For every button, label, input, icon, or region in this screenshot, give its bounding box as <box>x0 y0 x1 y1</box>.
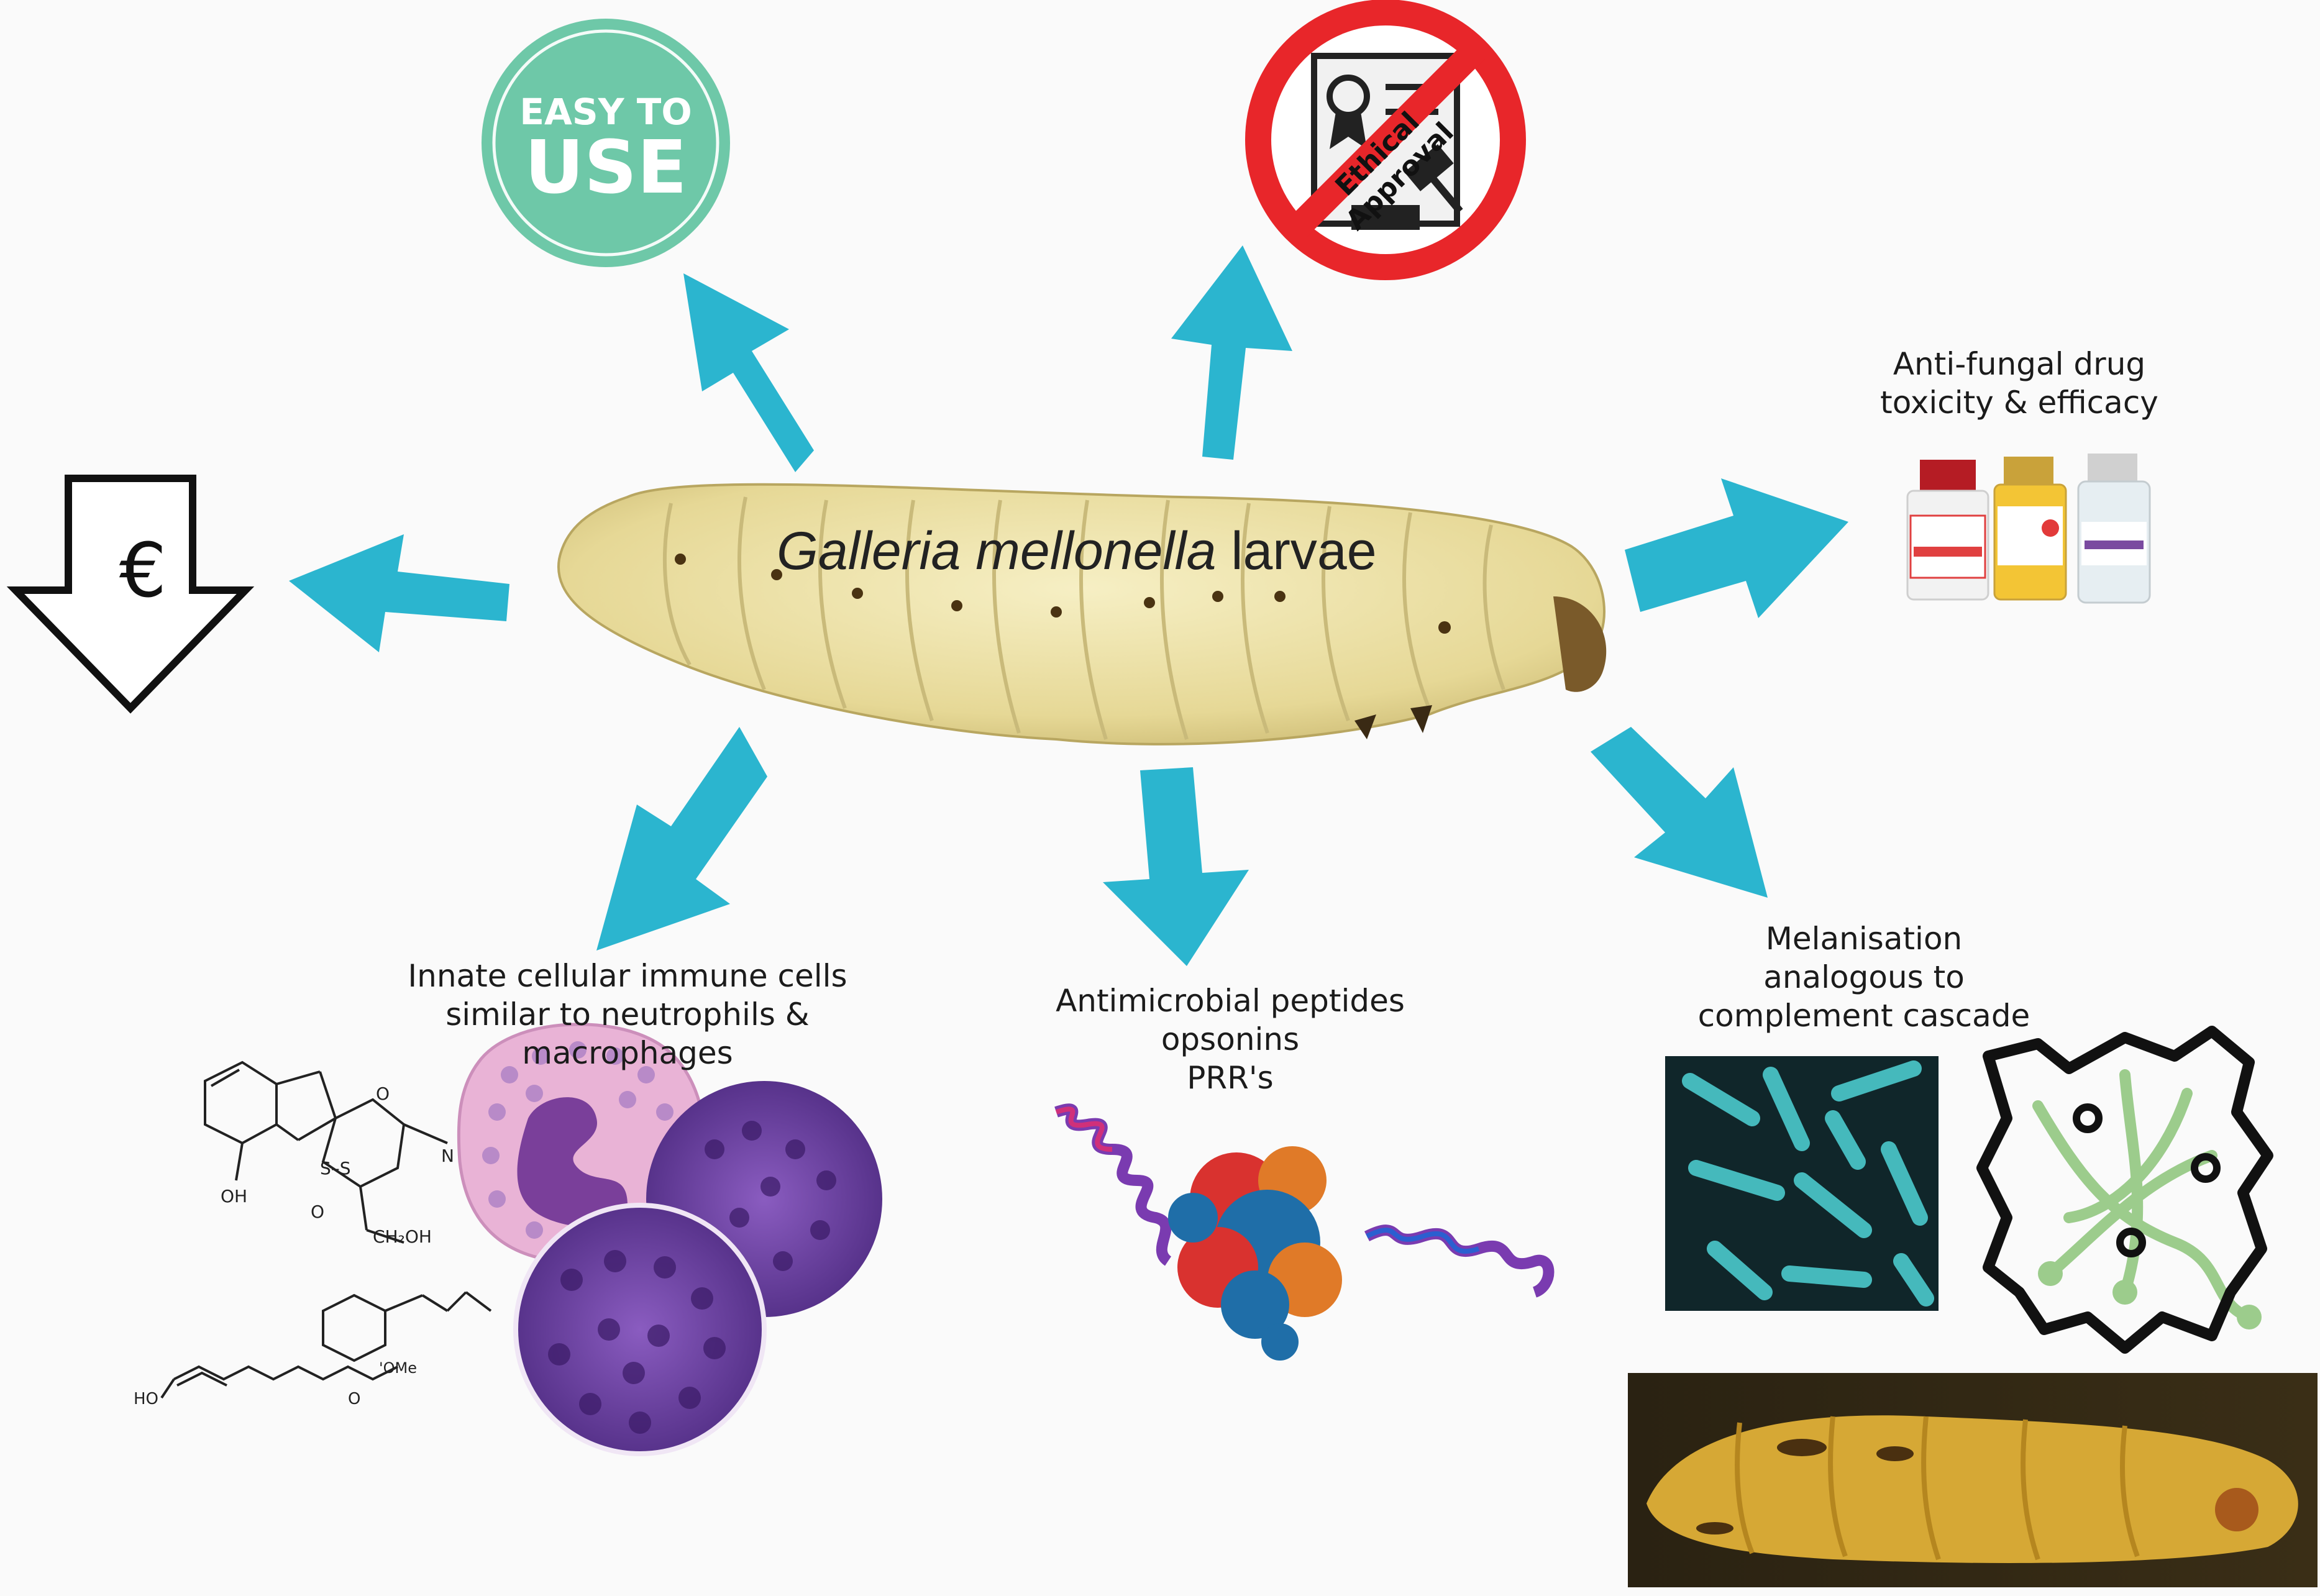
label-antifungal: Anti-fungal drug toxicity & efficacy <box>1880 346 2158 421</box>
svg-text:O: O <box>311 1202 324 1222</box>
easy-badge-text: EASY TO USE <box>482 93 730 204</box>
fluorescence-micrograph-icon <box>1665 1056 1939 1311</box>
svg-text:O: O <box>376 1083 390 1104</box>
larva-photo <box>557 483 1607 746</box>
arrow-amp <box>1103 767 1249 966</box>
protein-structure-icon <box>1054 1103 1555 1361</box>
arrows <box>289 245 1848 966</box>
title-suffix: larvae <box>1216 521 1377 581</box>
svg-text:N: N <box>441 1146 454 1166</box>
melanised-larva-photo-icon <box>1628 1373 2318 1587</box>
easy-line1: EASY TO <box>519 91 692 133</box>
arrow-melan <box>1591 727 1768 898</box>
immune-cells-icon <box>457 1023 882 1456</box>
drug-vials-icon <box>1906 454 2151 604</box>
center-title: Galleria mellonella larvae <box>777 521 1377 582</box>
euro-symbol: € <box>119 528 167 614</box>
svg-text:S–S: S–S <box>320 1158 351 1179</box>
easy-line2: USE <box>524 124 687 210</box>
down-arrow-euro-icon <box>6 475 255 714</box>
arrow-ethics <box>1171 245 1292 460</box>
svg-text:CH₂OH: CH₂OH <box>373 1226 432 1247</box>
label-melanisation: Melanisation analogous to complement cas… <box>1697 921 2030 1034</box>
arrow-easy <box>683 273 814 472</box>
label-innate: Innate cellular immune cells similar to … <box>408 958 847 1071</box>
no-ethical-approval-icon <box>1245 0 1526 280</box>
arrow-cost <box>289 534 509 652</box>
label-amp: Antimicrobial peptides opsonins PRR's <box>1056 983 1405 1096</box>
svg-text:'OMe: 'OMe <box>379 1359 417 1377</box>
chemical-structure-icon: OH S–S O O CH₂OH N HO O 'OMe <box>134 1060 492 1408</box>
species-name: Galleria mellonella <box>777 521 1217 581</box>
melanisation-sketch-icon <box>1976 1026 2273 1354</box>
svg-text:OH: OH <box>221 1186 247 1206</box>
svg-text:HO: HO <box>134 1390 158 1408</box>
arrow-innate <box>596 727 767 951</box>
arrow-drugs <box>1625 478 1848 618</box>
easy-to-use-badge-icon <box>482 19 730 267</box>
svg-text:O: O <box>348 1390 360 1408</box>
